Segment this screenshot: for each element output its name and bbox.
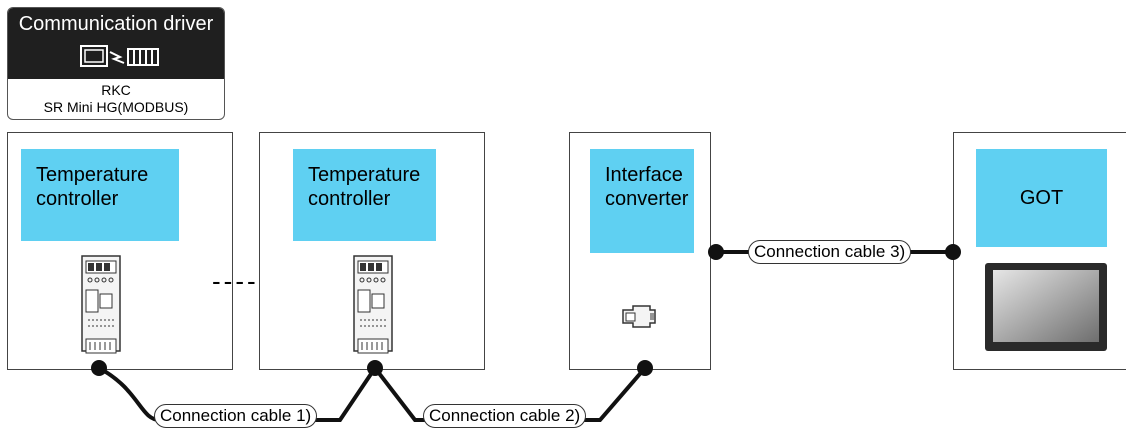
device-box-interface-converter: Interface converter xyxy=(569,132,711,370)
device-label-line1: Interface xyxy=(605,164,683,186)
device-label-line2: converter xyxy=(605,188,689,210)
device-label: GOT xyxy=(976,149,1107,247)
temperature-controller-icon xyxy=(81,255,121,354)
device-label-line2: controller xyxy=(308,188,391,210)
got-display-icon xyxy=(985,263,1107,351)
communication-driver-badge: Communication driver RKC SR Mini HG(MODB… xyxy=(7,7,225,120)
cable-connector-dot xyxy=(945,244,961,260)
driver-connection-icon xyxy=(80,45,159,67)
cable-connector-dot xyxy=(367,360,383,376)
temperature-controller-icon xyxy=(353,255,393,354)
cable-connector-dot xyxy=(91,360,107,376)
device-label: Temperature controller xyxy=(21,149,179,241)
device-box-got: GOT xyxy=(953,132,1126,370)
connection-cable-3-label: Connection cable 3) xyxy=(748,240,912,264)
driver-header: Communication driver xyxy=(8,8,224,79)
device-label-line1: GOT xyxy=(1019,187,1064,209)
connection-cable-2-label: Connection cable 2) xyxy=(423,404,587,428)
device-box-temperature-controller-2: Temperature controller xyxy=(259,132,485,370)
cable-connector-dot xyxy=(708,244,724,260)
ellipsis-more-devices: ---- xyxy=(212,266,259,296)
cable-connector-dot xyxy=(637,360,653,376)
device-box-temperature-controller-1: Temperature controller xyxy=(7,132,233,370)
device-label: Interface converter xyxy=(590,149,694,253)
interface-converter-icon xyxy=(622,305,656,328)
driver-maker: RKC xyxy=(101,82,131,98)
device-label-line2: controller xyxy=(36,188,119,210)
device-label: Temperature controller xyxy=(293,149,436,241)
connection-cable-1-label: Connection cable 1) xyxy=(154,404,318,428)
driver-title: Communication driver xyxy=(18,13,214,35)
device-label-line1: Temperature xyxy=(36,164,149,186)
driver-model: SR Mini HG(MODBUS) xyxy=(43,99,189,115)
device-label-line1: Temperature xyxy=(308,164,421,186)
